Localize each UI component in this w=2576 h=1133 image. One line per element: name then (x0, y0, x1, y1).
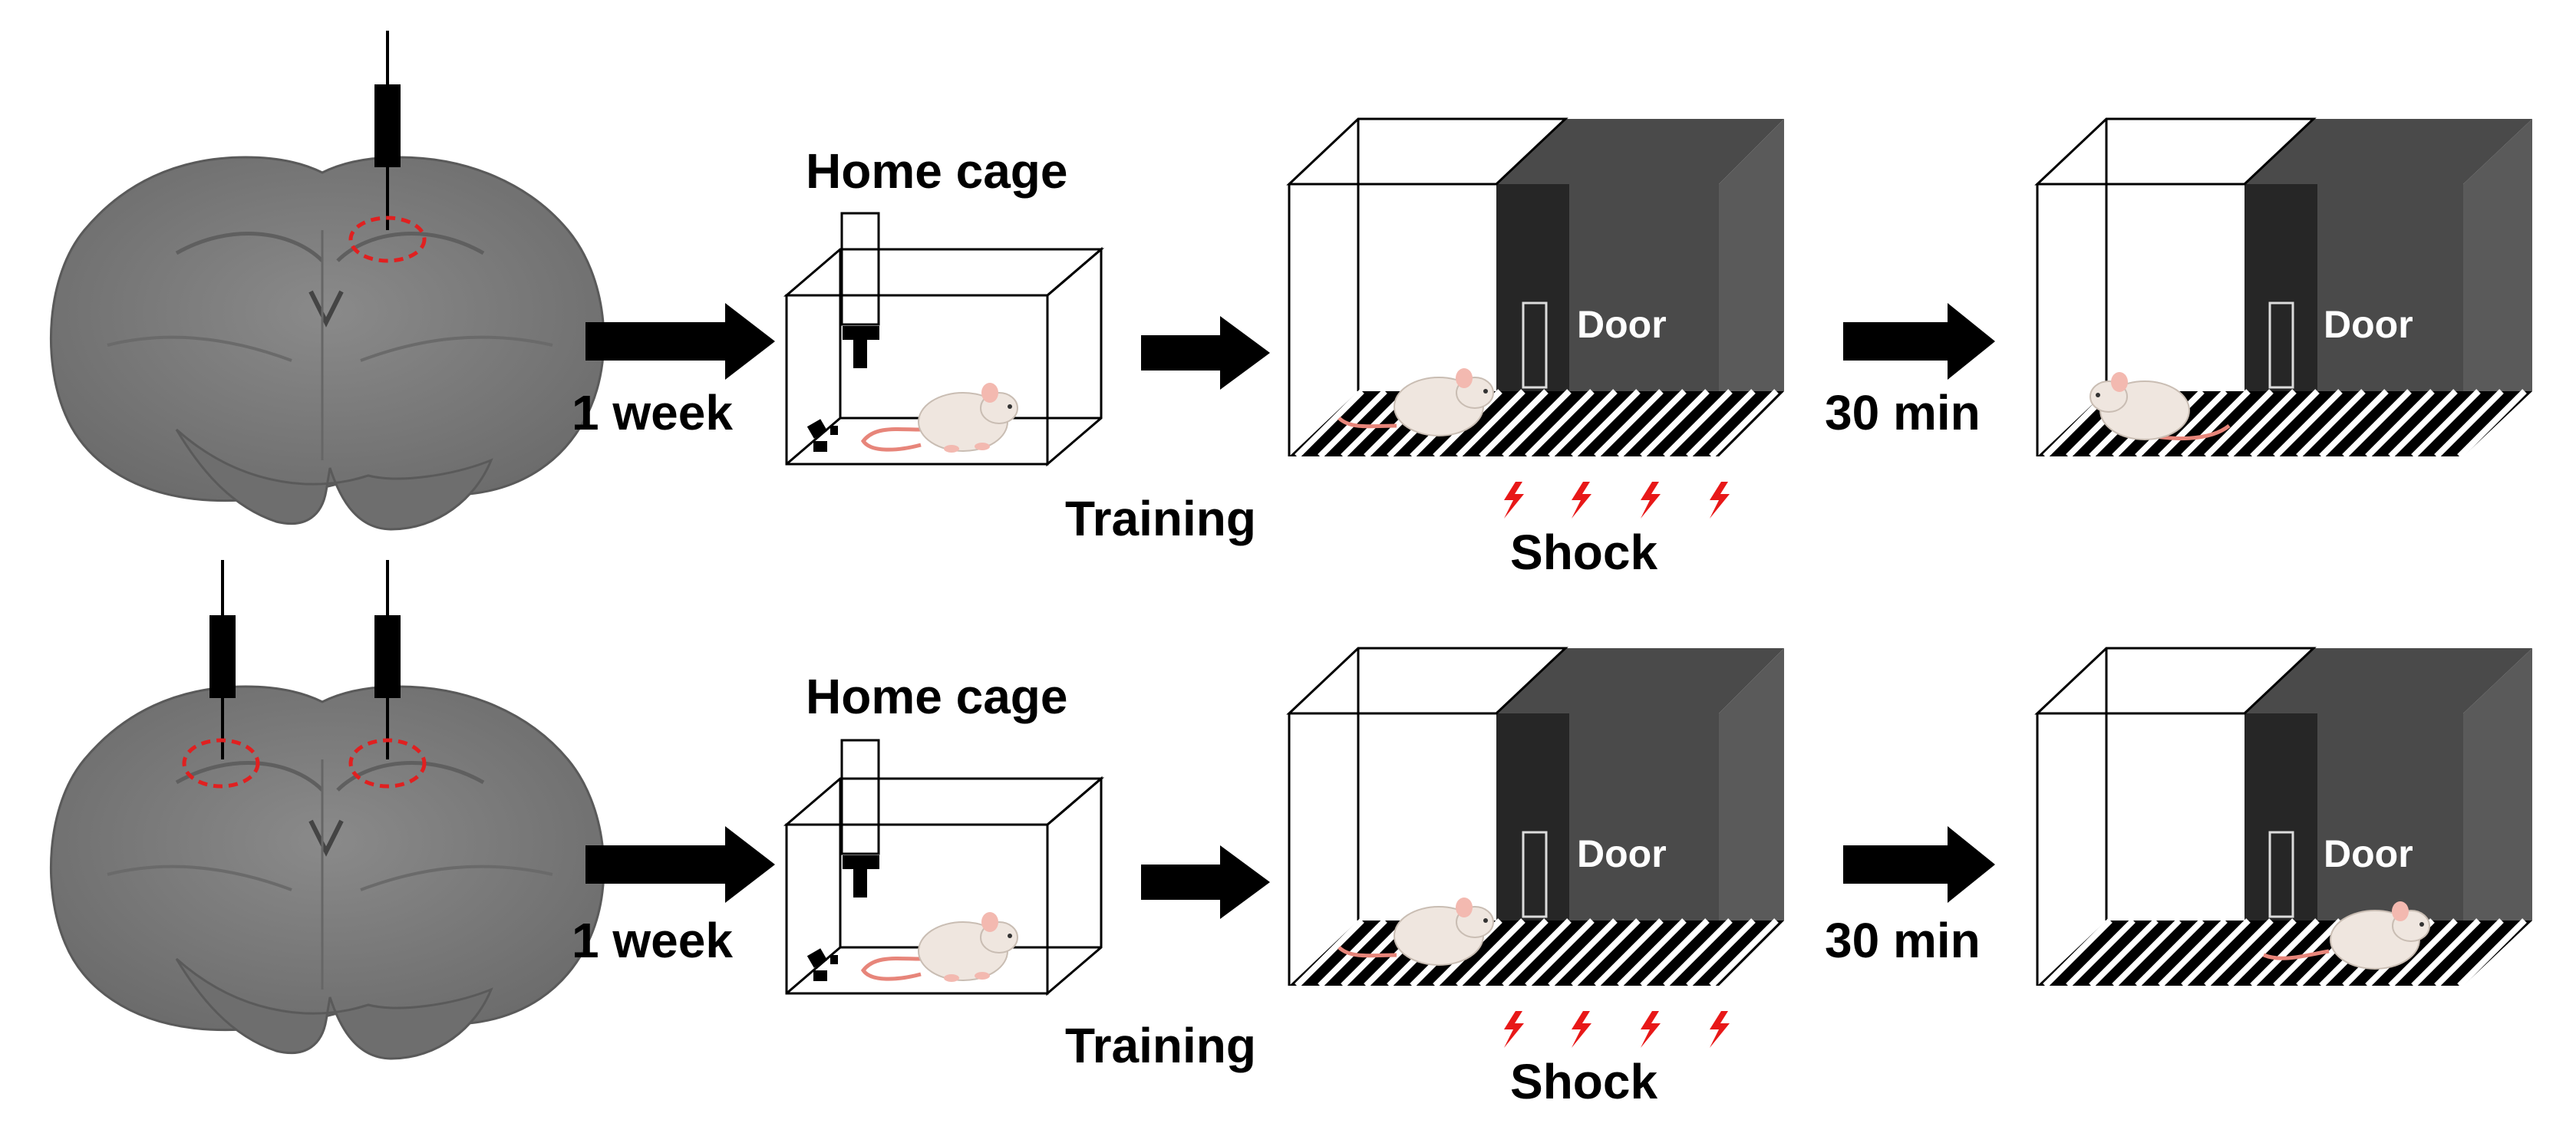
mouse-icon (2089, 372, 2231, 441)
implant-electrode-right (374, 560, 401, 759)
implant-electrode (374, 31, 401, 230)
implant-electrode-left (209, 560, 236, 759)
door-label: Door (1577, 832, 1667, 875)
arrow-right-icon (585, 826, 775, 903)
door-label: Door (1577, 303, 1667, 346)
training-chamber: Door (1286, 647, 1784, 1109)
shock-label: Shock (1510, 525, 1657, 580)
brain-lower-lobes (175, 428, 493, 531)
door-label: Door (2324, 832, 2413, 875)
brain-slice (49, 685, 605, 1032)
brain-section (49, 685, 605, 1060)
shock-bolt-icons (1504, 482, 1730, 519)
brain-lower-lobes (175, 957, 493, 1060)
test-chamber: Door (2034, 647, 2532, 988)
brain-section (49, 156, 605, 531)
target-region-marker (348, 738, 427, 789)
arrow-right-icon (1141, 316, 1270, 390)
arrow-right-icon (1843, 826, 1995, 903)
mouse-icon (2263, 901, 2430, 970)
brain-slice (49, 156, 605, 502)
home-cage-label: Home cage (806, 669, 1067, 724)
training-chamber: Door (1286, 117, 1784, 580)
shock-label: Shock (1510, 1054, 1657, 1109)
delay-label: 30 min (1825, 913, 1981, 968)
delay-label: 30 min (1825, 385, 1981, 440)
mouse-icon (860, 912, 1018, 982)
mouse-icon (1337, 368, 1494, 436)
training-label: Training (1065, 1018, 1256, 1073)
target-region-marker (348, 216, 427, 263)
delay-label: 1 week (572, 913, 733, 968)
target-region-marker (182, 738, 260, 789)
mouse-icon (860, 383, 1018, 453)
mouse-icon (1337, 898, 1494, 966)
door-label: Door (2324, 303, 2413, 346)
shock-bolt-icons (1504, 1011, 1730, 1048)
test-chamber: Door (2034, 117, 2532, 459)
training-label: Training (1065, 491, 1256, 546)
row-unilateral: 1 week Home cage Tra (49, 31, 2532, 580)
home-cage: Home cage (783, 669, 1105, 996)
delay-label: 1 week (572, 385, 733, 440)
row-bilateral: 1 week Home cage Training (49, 560, 2532, 1109)
arrow-right-icon (1843, 303, 1995, 380)
arrow-right-icon (585, 303, 775, 380)
home-cage: Home cage (783, 143, 1105, 467)
home-cage-label: Home cage (806, 143, 1067, 199)
arrow-right-icon (1141, 845, 1270, 919)
